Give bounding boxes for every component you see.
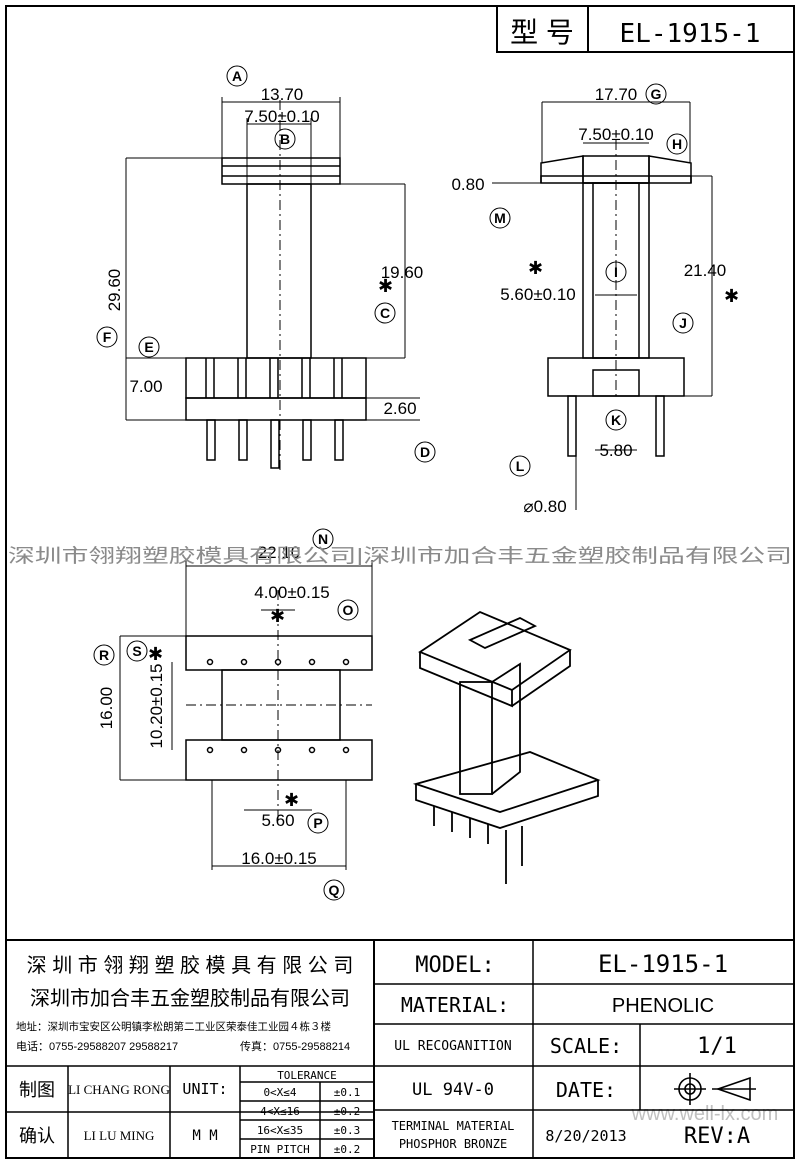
marker-s: S (132, 643, 141, 659)
marker-a: A (232, 68, 242, 84)
tolerance-range: 16<X≤35 (257, 1124, 303, 1137)
front-view-dims: 13.70 7.50±0.10 29.60 19.60 ✱ 7.00 2.60 (105, 85, 423, 418)
marker-k: K (611, 412, 621, 428)
dim-base-height: 7.00 (129, 377, 162, 396)
ul-label: UL RECOGANITION (394, 1039, 511, 1054)
bottom-view-dims: 22.10 4.00±0.15 ✱ 16.00 10.20±0.15 ✱ 5.6… (97, 543, 330, 868)
dim-pin-dia: ⌀0.80 (523, 497, 566, 516)
unit-label: UNIT: (182, 1080, 227, 1098)
tolerance-range: 4<X≤16 (260, 1105, 300, 1118)
markers: A B C D E F G H I J K L M N O P Q R S (93, 65, 694, 901)
drawn-label: 制图 (19, 1080, 55, 1100)
dim-flange-thk: 0.80 (451, 175, 484, 194)
isometric-view (412, 610, 601, 884)
tolerance-title: TOLERANCE (277, 1069, 337, 1082)
marker-n: N (318, 531, 328, 547)
revision: REV:A (684, 1124, 750, 1149)
marker-j: J (679, 315, 687, 331)
marker-p: P (313, 815, 322, 831)
company-fax: 传真：0755-29588214 (240, 1039, 350, 1053)
dim-pin-gap: 5.80 (599, 441, 632, 460)
company-name-2: 深圳市加合丰五金塑胶制品有限公司 (30, 987, 350, 1010)
terminal-material-label: TERMINAL MATERIAL (392, 1119, 515, 1133)
dim-top-width: 13.70 (261, 85, 304, 104)
marker-c: C (380, 305, 390, 321)
company-phone: 电话：0755-29588207 29588217 (16, 1040, 178, 1053)
dim-core-width: 7.50±0.10 (244, 107, 320, 126)
asterisk-mark: ✱ (378, 276, 393, 296)
projection-symbol-icon (674, 1073, 756, 1105)
dim-pin-len: 2.60 (383, 399, 416, 418)
date-value: 8/20/2013 (545, 1127, 626, 1145)
asterisk-mark: ✱ (724, 286, 739, 306)
dim-side-core: 7.50±0.10 (578, 125, 654, 144)
tolerance-value: ±0.3 (334, 1124, 361, 1137)
dim-side-height: 21.40 (684, 261, 727, 280)
side-view-dims: 17.70 7.50±0.10 0.80 5.60±0.10 ✱ 21.40 ✱… (451, 85, 739, 516)
company-name-1: 深 圳 市 翎 翔 塑 胶 模 具 有 限 公 司 (27, 954, 354, 977)
marker-b: B (280, 131, 290, 147)
tolerance-value: ±0.1 (334, 1086, 361, 1099)
marker-h: H (672, 136, 682, 152)
terminal-material-value: PHOSPHOR BRONZE (399, 1137, 507, 1151)
side-view (492, 101, 713, 510)
marker-g: G (651, 86, 662, 102)
title-block (6, 939, 794, 1158)
tolerance-range: 0<X≤4 (263, 1086, 296, 1099)
material-label: MATERIAL: (401, 993, 509, 1017)
asterisk-mark: ✱ (284, 790, 299, 810)
tolerance-range: PIN PITCH (250, 1143, 310, 1156)
dim-outer: 16.00 (97, 687, 116, 730)
marker-m: M (494, 210, 506, 226)
checked-value: LI LU MING (84, 1128, 155, 1143)
dim-pitch: 4.00±0.15 (254, 583, 330, 602)
material-value: PHENOLIC (612, 995, 714, 1017)
header-box: 型 号 EL-1915-1 (496, 5, 795, 53)
marker-q: Q (329, 882, 340, 898)
header-model: EL-1915-1 (620, 19, 761, 49)
marker-f: F (103, 329, 112, 345)
date-label: DATE: (556, 1078, 616, 1102)
title-block-text: 深 圳 市 翎 翔 塑 胶 模 具 有 限 公 司 深圳市加合丰五金塑胶制品有限… (16, 950, 750, 1156)
unit-value: M M (192, 1128, 217, 1144)
marker-d: D (420, 444, 430, 460)
dim-flange-height: 19.60 (381, 263, 424, 282)
dim-inner-rows: 10.20±0.15 (147, 664, 166, 749)
marker-o: O (343, 602, 354, 618)
checked-label: 确认 (19, 1126, 55, 1146)
dim-height: 29.60 (105, 269, 124, 312)
tolerance-value: ±0.2 (334, 1105, 361, 1118)
marker-i: I (614, 264, 618, 280)
marker-e: E (144, 339, 153, 355)
company-address: 地址：深圳市宝安区公明镇李松朗第二工业区荣泰佳工业园４栋３楼 (16, 1020, 331, 1033)
asterisk-mark: ✱ (148, 644, 163, 664)
drawn-value: LI CHANG RONG (68, 1082, 170, 1097)
header-label: 型 号 (510, 17, 574, 48)
dim-side-width: 17.70 (595, 85, 638, 104)
model-value: EL-1915-1 (598, 950, 728, 978)
front-view (125, 97, 420, 470)
marker-l: L (516, 458, 525, 474)
asterisk-mark: ✱ (528, 258, 543, 278)
ul-value: UL 94V-0 (412, 1080, 494, 1100)
model-label: MODEL: (415, 953, 494, 978)
watermark-url: www.well-lx.com (631, 1103, 779, 1125)
dim-span: 16.0±0.15 (241, 849, 317, 868)
tolerance-value: ±0.2 (334, 1143, 361, 1156)
scale-label: SCALE: (550, 1034, 622, 1058)
watermark-text: 深圳市翎翔塑胶模具有限公司|深圳市加合丰五金塑胶制品有限公司 (8, 545, 792, 567)
dim-inner: 5.60±0.10 (500, 285, 576, 304)
marker-r: R (99, 647, 109, 663)
dim-bottom-width: 22.10 (258, 543, 301, 562)
dim-row-pitch: 5.60 (261, 811, 294, 830)
asterisk-mark: ✱ (270, 606, 285, 626)
scale-value: 1/1 (697, 1034, 737, 1059)
bottom-view (119, 560, 373, 870)
sheet-border (5, 5, 795, 1159)
